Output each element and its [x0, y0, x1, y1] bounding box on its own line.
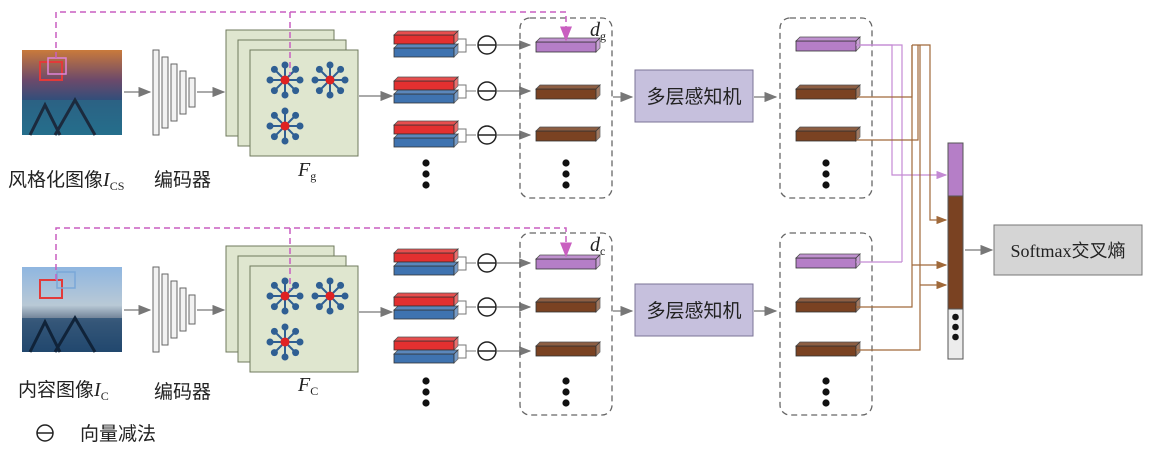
style-branch: 风格化图像ICS 编码器 Fg dg [8, 12, 872, 198]
purple-descriptor-bar [536, 255, 600, 269]
ellipsis-dot [822, 181, 829, 188]
brown-descriptor-bar [536, 127, 600, 141]
ellipsis-dot [562, 170, 569, 177]
red-vector [394, 31, 458, 44]
red-vector [394, 337, 458, 350]
vector-pair [394, 121, 530, 147]
ellipsis-dot [822, 399, 829, 406]
ellipsis-dot [562, 399, 569, 406]
style-image-label: 风格化图像ICS [8, 169, 124, 193]
ellipsis-dot [422, 159, 429, 166]
style-mlp-label: 多层感知机 [646, 86, 741, 108]
content-encoder [153, 267, 195, 352]
ellipsis-dot [822, 377, 829, 384]
feature-node-star [267, 62, 304, 99]
softmax-label: Softmax交叉熵 [1011, 241, 1126, 261]
feature-node-star [312, 278, 349, 315]
content-encoder-label: 编码器 [154, 381, 211, 403]
ellipsis-dot [562, 388, 569, 395]
vector-pair [394, 249, 530, 275]
legend: 向量减法 [37, 423, 156, 445]
brown-descriptor-bar [796, 85, 860, 99]
brown-descriptor-bar [536, 85, 600, 99]
vector-pair [394, 337, 530, 363]
content-descriptor-bars [536, 255, 600, 407]
brown-descriptor-bar [796, 127, 860, 141]
purple-descriptor-bar [536, 38, 600, 52]
feature-node-star [312, 62, 349, 99]
content-image-label: 内容图像IC [18, 379, 109, 403]
vector-pair [394, 77, 530, 103]
ellipsis-dot [422, 170, 429, 177]
style-descriptor-bars [536, 38, 600, 189]
feature-node-star [267, 324, 304, 361]
content-projected-bars [796, 254, 860, 407]
content-feature-label: FC [297, 374, 318, 398]
blue-vector [394, 134, 458, 147]
style-encoder-label: 编码器 [154, 169, 211, 191]
ellipsis-dot [422, 388, 429, 395]
brown-descriptor-bar [796, 342, 860, 356]
content-vector-pairs [394, 249, 530, 407]
brown-descriptor-bar [796, 298, 860, 312]
stacked-logit-vector [948, 143, 963, 359]
feature-node-star [267, 108, 304, 145]
blue-vector [394, 306, 458, 319]
fusion-connections [856, 45, 946, 350]
red-vector [394, 249, 458, 262]
style-projected-bars [796, 37, 860, 189]
red-vector [394, 77, 458, 90]
content-branch: 内容图像IC 编码器 FC dc 多层感知机 [18, 228, 872, 415]
brown-descriptor-bar [536, 342, 600, 356]
red-vector [394, 293, 458, 306]
blue-vector [394, 350, 458, 363]
brown-descriptor-bar [536, 298, 600, 312]
style-encoder [153, 50, 195, 135]
ellipsis-dot [422, 399, 429, 406]
ellipsis-dot [562, 181, 569, 188]
blue-vector [394, 44, 458, 57]
blue-vector [394, 262, 458, 275]
ellipsis-dot [822, 170, 829, 177]
ellipsis-dot [562, 377, 569, 384]
style-vector-pairs [394, 31, 530, 189]
content-descriptor-label: dc [590, 234, 605, 258]
purple-descriptor-bar [796, 254, 860, 268]
vector-pair [394, 293, 530, 319]
ellipsis-dot [822, 388, 829, 395]
ellipsis-dot [422, 181, 429, 188]
content-image [22, 267, 122, 352]
stylized-image [22, 50, 122, 135]
legend-label: 向量减法 [80, 423, 156, 445]
blue-vector [394, 90, 458, 103]
vector-pair [394, 31, 530, 57]
ellipsis-dot [822, 159, 829, 166]
feature-node-star [267, 278, 304, 315]
purple-descriptor-bar [796, 37, 860, 51]
ellipsis-dot [562, 159, 569, 166]
red-vector [394, 121, 458, 134]
content-mlp-label: 多层感知机 [646, 300, 741, 322]
style-feature-label: Fg [297, 159, 316, 183]
ellipsis-dot [422, 377, 429, 384]
